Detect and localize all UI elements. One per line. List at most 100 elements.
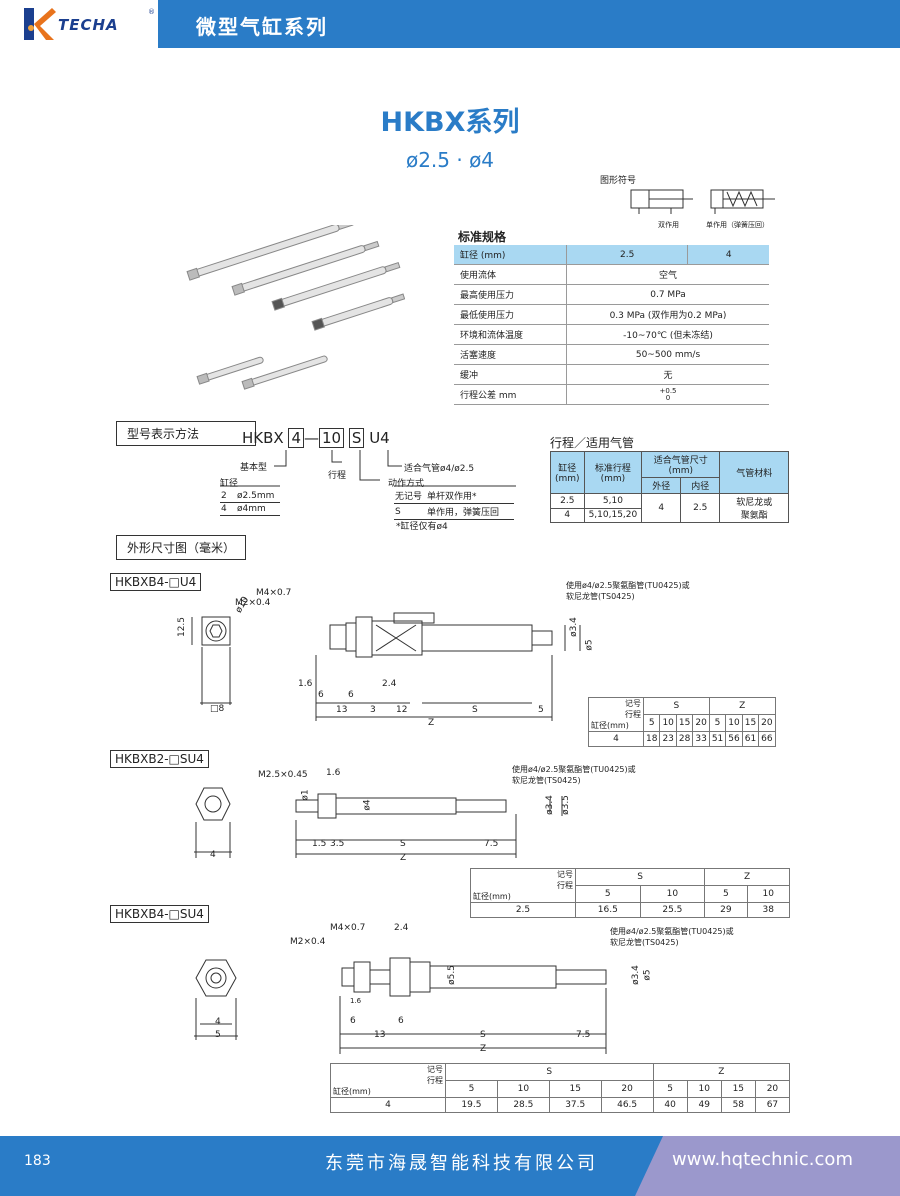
table-row: 2.5 5,10 4 2.5 软尼龙或聚氨酯	[550, 493, 790, 523]
d1-tube-note2: 软尼龙管(TS0425)	[566, 592, 635, 601]
d1-d34: ø3.4	[568, 617, 579, 637]
bore-cell: 4	[330, 1097, 446, 1113]
product-photo	[186, 225, 405, 390]
spec-value: 50~500 mm/s	[566, 344, 769, 365]
bore-cell: 2.5	[470, 902, 576, 918]
d3-m4: M4×0.7	[330, 923, 366, 933]
d1-m4: M4×0.7	[256, 588, 292, 598]
stroke-cell: 15	[741, 714, 760, 732]
d3-d16: 1.6	[350, 997, 362, 1005]
stroke-cell: 10	[639, 885, 706, 903]
hdr-act: 行程	[557, 881, 573, 890]
spec-label: 最低使用压力	[454, 304, 567, 325]
logo-reg: ®	[148, 8, 155, 16]
z-cell: 56	[725, 731, 743, 747]
stroke-table: 缸径(mm) 标准行程(mm) 适合气管尺寸(mm) 气管材料 外径 内径 2.…	[550, 451, 790, 523]
cell-od: 4	[641, 493, 682, 523]
code-bore: 4	[288, 428, 305, 448]
spec-value: 2.5	[565, 245, 688, 265]
drawing2	[194, 787, 563, 858]
d2-Z: Z	[400, 853, 407, 863]
bore-desc: ø2.5mm	[237, 491, 275, 501]
bore-code: 4	[221, 504, 227, 514]
d3-d6b: 6	[398, 1016, 404, 1026]
code-action: S	[348, 428, 365, 448]
d1-sq8: □8	[210, 704, 225, 714]
stroke-cell: 20	[692, 714, 710, 732]
d2-table-corner: 记号行程缸径(mm)	[470, 868, 576, 903]
stroke-heading: 行程／适用气管	[550, 436, 635, 450]
cell-stroke: 5,10,15,20	[583, 507, 643, 523]
z-cell: 49	[686, 1097, 722, 1113]
s-cell: 16.5	[575, 902, 641, 918]
hdr-bore: 缸径(mm)	[591, 721, 629, 730]
h-bore: 缸径(mm)	[550, 451, 585, 494]
s-cell: 37.5	[548, 1097, 602, 1113]
model-action: 动作方式	[388, 479, 425, 489]
model-stroke: 行程	[328, 471, 347, 481]
d2-d75: 7.5	[484, 839, 499, 849]
model-bore: 缸径	[220, 479, 239, 489]
drawing1-model: HKBXB4-□U4	[110, 573, 202, 591]
hdr-Z: Z	[704, 868, 790, 886]
mat-line2: 聚氨酯	[740, 511, 768, 521]
model-basic: 基本型	[240, 463, 268, 473]
mat-line1: 软尼龙或	[736, 498, 773, 508]
action-code: S	[395, 506, 401, 517]
bore-cell: 4	[588, 731, 644, 747]
hdr-act: 行程	[427, 1076, 443, 1085]
d2-d15: 1.5	[312, 839, 327, 849]
h-od: 外径	[641, 477, 682, 494]
model-note: *缸径仅有ø4	[396, 522, 448, 532]
s-cell: 28	[675, 731, 694, 747]
d3-d75: 7.5	[576, 1030, 591, 1040]
d2-d16: 1.6	[326, 768, 341, 778]
d3-S: S	[480, 1030, 486, 1040]
spec-label: 使用流体	[454, 264, 567, 285]
spec-value: 0.7 MPa	[566, 284, 769, 305]
s-cell: 28.5	[496, 1097, 550, 1113]
tolerance-top: +0.5	[659, 386, 677, 395]
stroke-cell: 20	[758, 714, 776, 732]
action-desc: 单作用，弹簧压回	[427, 508, 500, 518]
company-name: 东莞市海晟智能科技有限公司	[325, 1153, 598, 1174]
d2-d35: ø3.5	[560, 795, 571, 815]
d2-tube-note2: 软尼龙管(TS0425)	[512, 776, 581, 785]
d3-d24: 2.4	[394, 923, 409, 933]
s-cell: 33	[692, 731, 710, 747]
d1-d5b: ø5	[584, 639, 595, 651]
table-row: 4 5,10,15,20	[550, 507, 789, 523]
d3-Z: Z	[480, 1044, 487, 1054]
cell-bore: 2.5	[550, 493, 585, 509]
logo-mark-icon	[24, 8, 56, 40]
d3-tube-note1: 使用ø4/ø2.5聚氨酯管(TU0425)或	[610, 927, 734, 936]
d2-tube-note1: 使用ø4/ø2.5聚氨酯管(TU0425)或	[512, 765, 636, 774]
cylinder-symbols-icon	[630, 189, 775, 214]
z-cell: 51	[708, 731, 727, 747]
drawing3-model: HKBXB4-□SU4	[110, 905, 209, 923]
spec-label: 缓冲	[454, 364, 567, 385]
symbol-double-label: 双作用	[658, 221, 679, 229]
d2-w4: 4	[210, 850, 216, 860]
d1-d24: 2.4	[382, 679, 397, 689]
d1-table-corner: 记号行程缸径(mm)	[588, 697, 644, 732]
d3-d13: 13	[374, 1030, 386, 1040]
hdr-Z: Z	[652, 1063, 791, 1081]
z-cell: 58	[720, 1097, 756, 1113]
h-bore-unit: (mm)	[555, 474, 580, 484]
s-cell: 23	[659, 731, 677, 747]
cell-stroke: 5,10	[583, 493, 643, 509]
d3-d5: ø5	[642, 969, 653, 981]
hdr-code: 记号	[557, 870, 573, 879]
symbol-single-label: 单作用（弹簧压回）	[706, 221, 769, 229]
